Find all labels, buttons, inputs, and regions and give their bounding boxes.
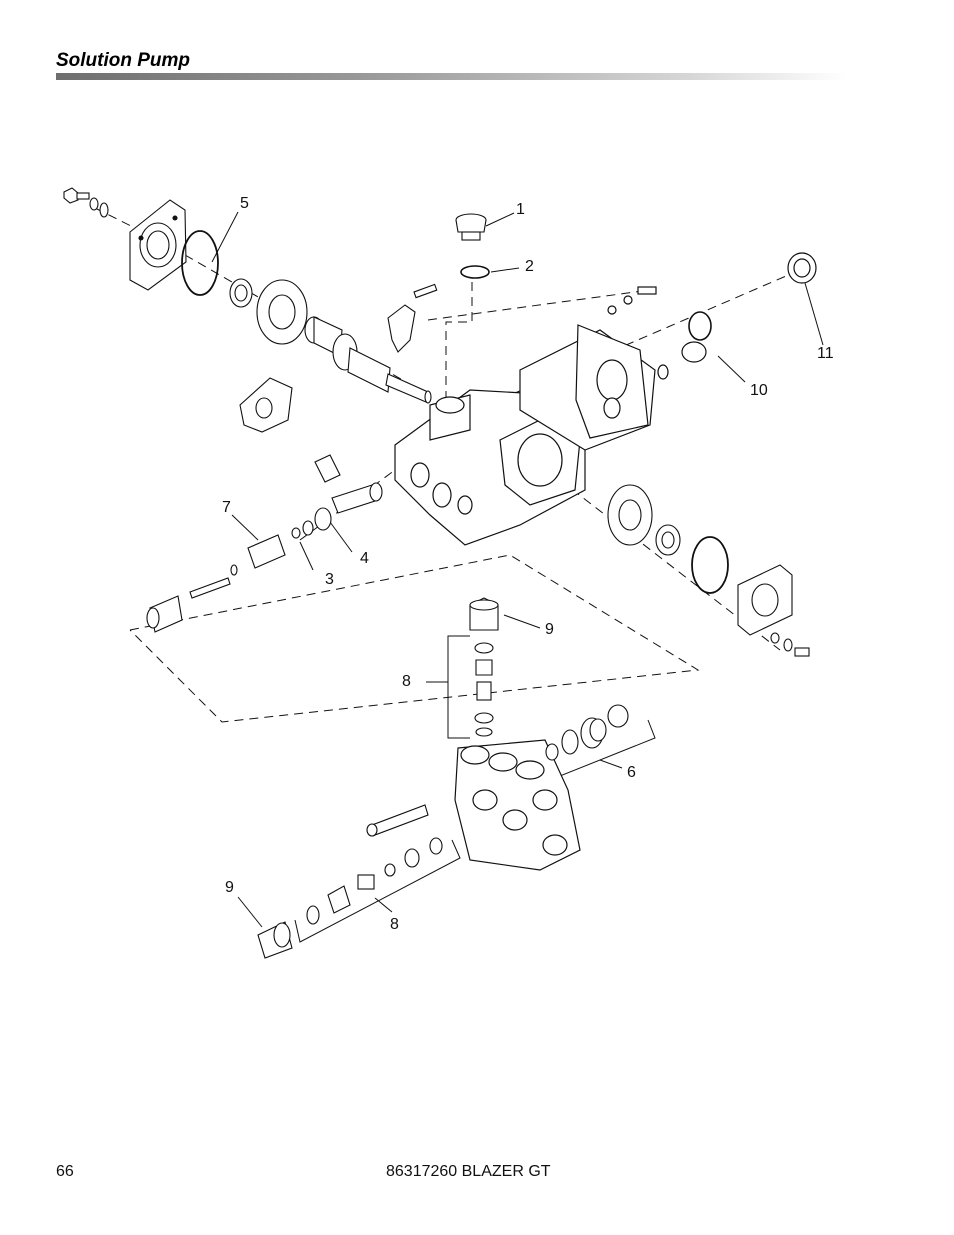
valve-assembly-lower [257, 804, 443, 959]
crankcase [394, 389, 586, 546]
right-end-cover [607, 484, 810, 657]
valve-assembly-top [469, 597, 499, 737]
rear-cover [519, 252, 817, 451]
callout-8-top: 8 [402, 673, 411, 690]
callout-9-bottom: 9 [225, 879, 234, 896]
manifold [454, 739, 581, 871]
document-id: 86317260 BLAZER GT [386, 1163, 551, 1180]
crankshaft [304, 316, 432, 404]
oil-cap [455, 213, 490, 279]
callout-9-top: 9 [545, 621, 554, 638]
callout-8-bottom: 8 [390, 916, 399, 933]
callout-5: 5 [240, 195, 249, 212]
callout-4: 4 [360, 550, 369, 567]
title-rule [56, 73, 846, 80]
callout-1: 1 [516, 201, 525, 218]
callout-3: 3 [325, 571, 334, 588]
page-number: 66 [56, 1163, 74, 1180]
callout-10: 10 [750, 382, 768, 399]
connecting-rod [239, 283, 438, 433]
callout-2: 2 [525, 258, 534, 275]
callout-7: 7 [222, 499, 231, 516]
plunger-assembly [146, 454, 383, 633]
page-title: Solution Pump [56, 50, 191, 71]
left-end-cover [63, 187, 308, 345]
callout-6: 6 [627, 764, 636, 781]
callout-11: 11 [817, 345, 834, 362]
seal-stack [545, 704, 629, 761]
